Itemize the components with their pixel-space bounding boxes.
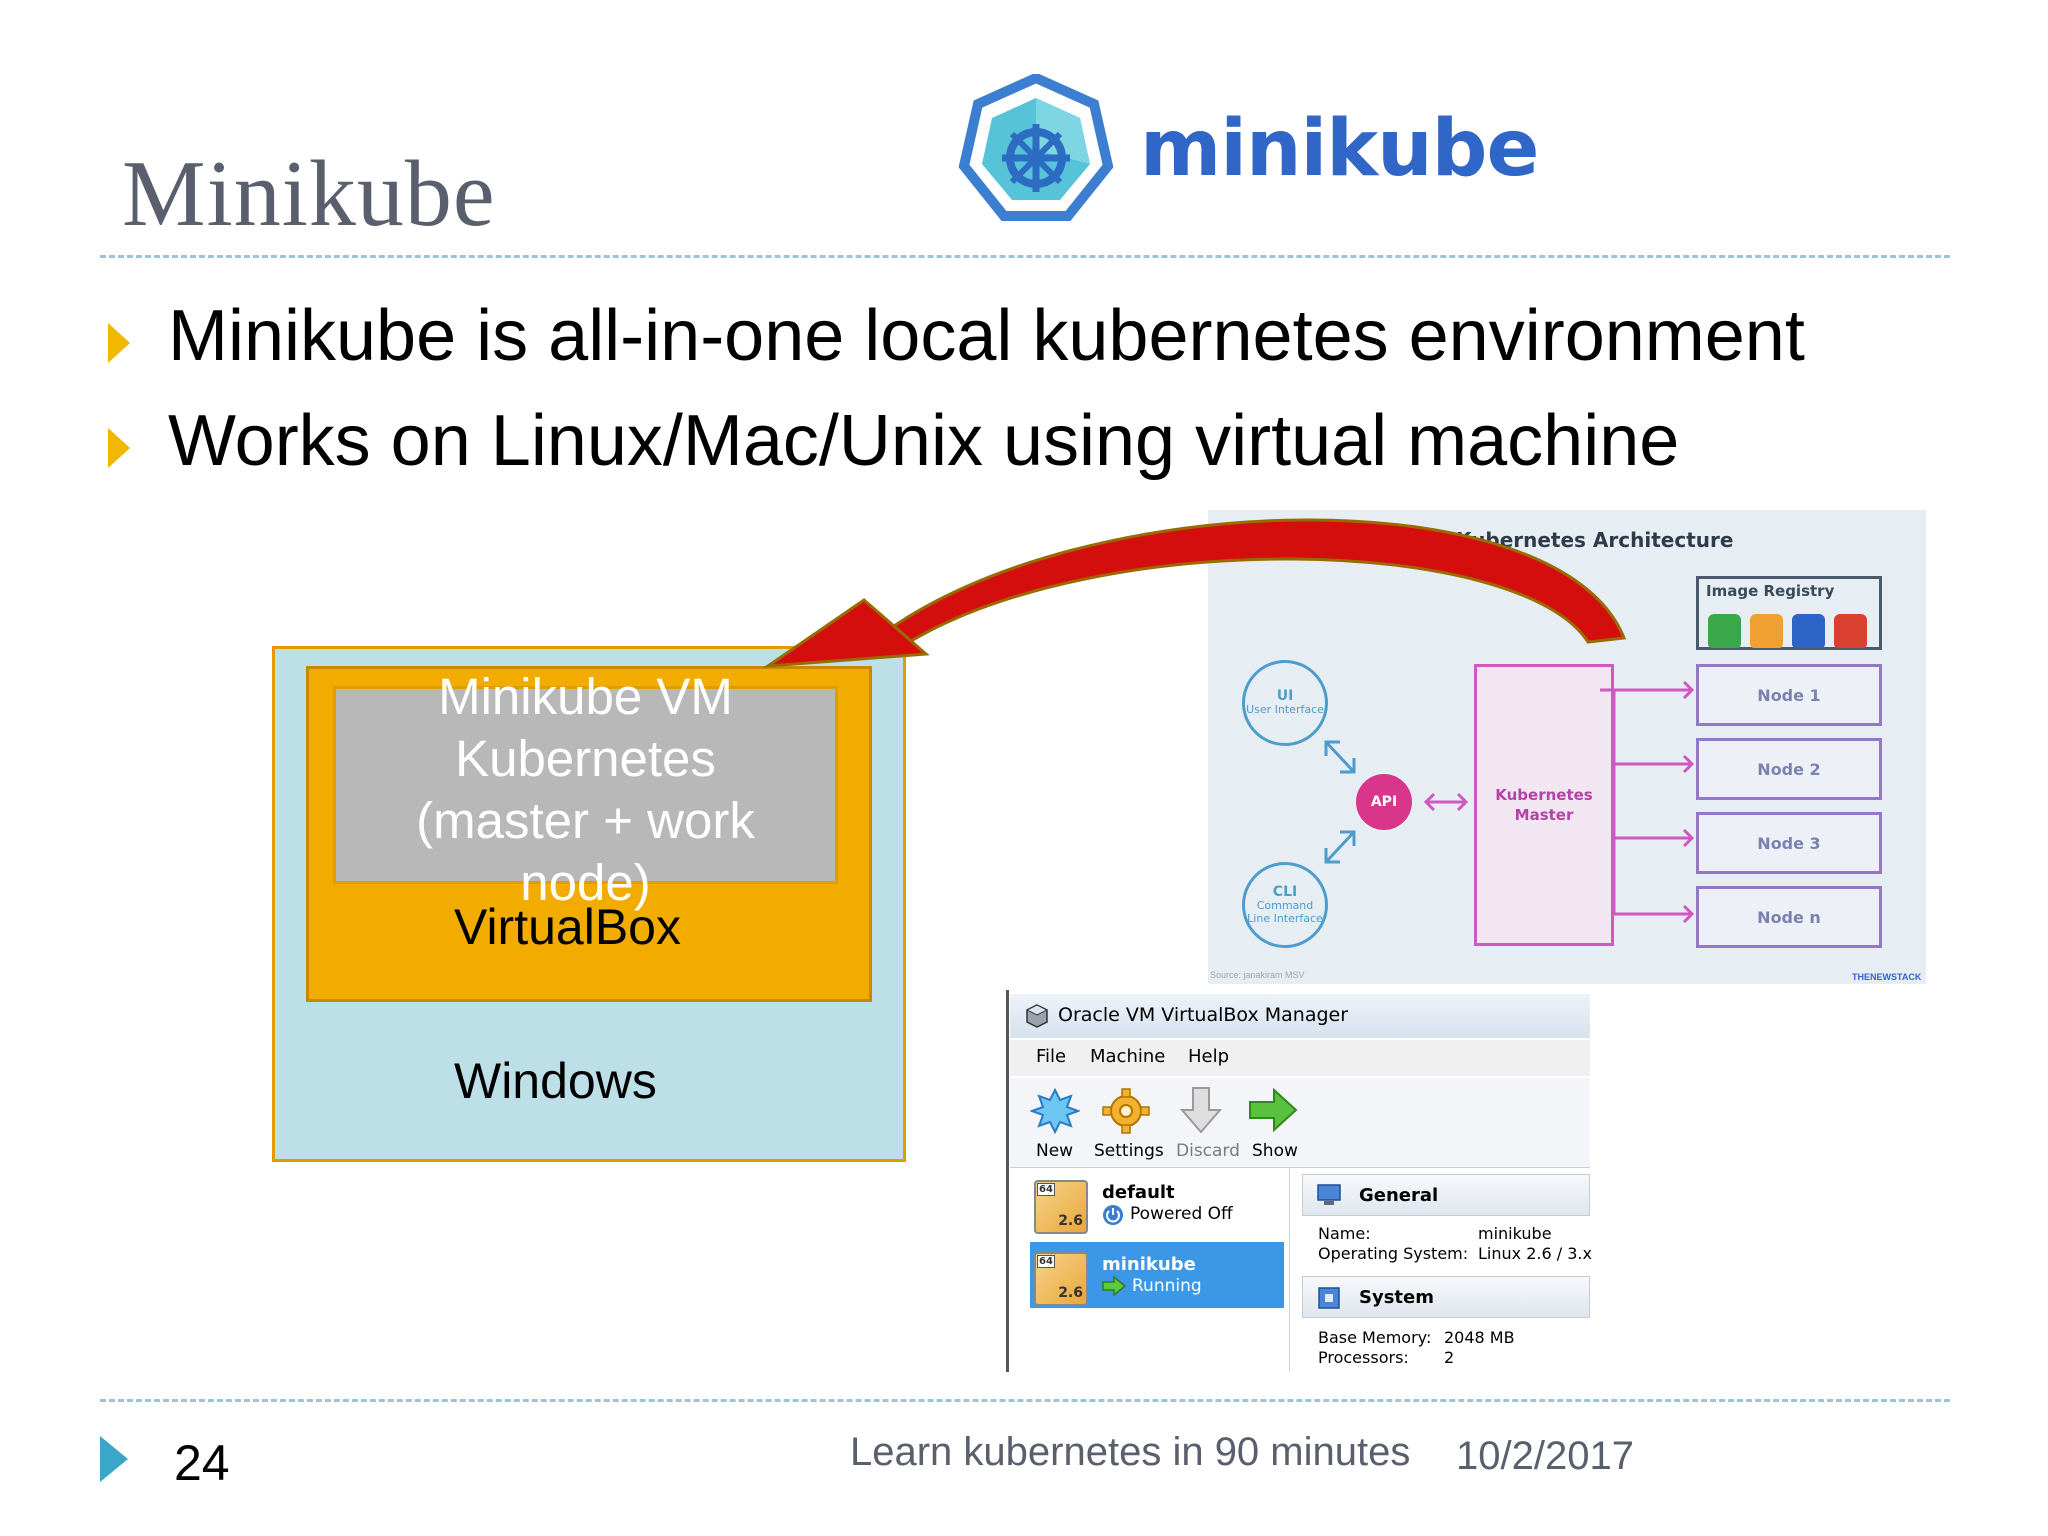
toolbar-new-label[interactable]: New: [1036, 1141, 1074, 1161]
ui-circle: UI User Interface: [1242, 660, 1328, 746]
general-section-header[interactable]: General: [1302, 1174, 1590, 1216]
detail-memory-value: 2048 MB: [1444, 1328, 1515, 1347]
api-circle: API: [1356, 774, 1412, 830]
ui-desc: User Interface: [1246, 703, 1324, 716]
detail-name-value: minikube: [1478, 1224, 1552, 1243]
vm-version-badge: 2.6: [1058, 1213, 1083, 1229]
vm-line-3: (master + work: [416, 792, 755, 849]
toolbar-discard-label[interactable]: Discard: [1176, 1141, 1240, 1161]
detail-os-label: Operating System:: [1318, 1244, 1469, 1263]
vm-name: minikube: [1102, 1254, 1196, 1275]
virtualbox-label: VirtualBox: [454, 899, 681, 955]
node-box: Node 2: [1696, 738, 1882, 800]
architecture-connectors: [1324, 680, 1695, 924]
slide-title: Minikube: [122, 142, 496, 246]
curved-red-arrow-icon: [762, 518, 1627, 668]
bullet-arrow-icon: [108, 323, 130, 363]
general-heading: General: [1359, 1185, 1439, 1206]
vm-line-2: Kubernetes: [455, 730, 716, 787]
architecture-credit-left: Source: janakiram MSV: [1210, 970, 1305, 980]
virtualbox-titlebar: [1010, 994, 1590, 1038]
discard-arrow-icon[interactable]: [1178, 1086, 1224, 1134]
page-number: 24: [174, 1435, 230, 1491]
footer-date: 10/2/2017: [1456, 1434, 1634, 1478]
detail-os-value: Linux 2.6 / 3.x: [1478, 1244, 1592, 1263]
menu-file[interactable]: File: [1036, 1046, 1067, 1067]
registry-image-icon: [1792, 614, 1825, 648]
chip-icon: [1318, 1287, 1340, 1309]
vm-os-icon: 64 2.6: [1034, 1180, 1088, 1234]
registry-image-icon: [1708, 614, 1741, 648]
vm-arch-badge: 64: [1037, 1183, 1055, 1196]
power-off-icon: [1103, 1205, 1123, 1225]
system-section-header[interactable]: System: [1302, 1276, 1590, 1318]
menu-help[interactable]: Help: [1188, 1046, 1230, 1067]
toolbar-show-label[interactable]: Show: [1252, 1141, 1298, 1161]
minikube-vm-box: [333, 686, 838, 884]
footer-course-title: Learn kubernetes in 90 minutes: [850, 1430, 1411, 1474]
title-divider: [100, 255, 1950, 258]
image-registry-label: Image Registry: [1706, 582, 1835, 600]
footer-triangle-icon: [100, 1436, 128, 1482]
bullet-1: Minikube is all-in-one local kubernetes …: [168, 296, 1805, 376]
vm-state: Powered Off: [1130, 1204, 1233, 1224]
footer-divider: [100, 1399, 1950, 1402]
cli-abbr: CLI: [1272, 883, 1298, 900]
registry-image-icon: [1834, 614, 1867, 648]
cli-desc: Command Line Interface: [1247, 898, 1323, 925]
bullet-2: Works on Linux/Mac/Unix using virtual ma…: [168, 401, 1680, 481]
windows-label: Windows: [454, 1053, 657, 1109]
bullet-arrow-icon: [108, 428, 130, 468]
detail-name-label: Name:: [1318, 1224, 1371, 1243]
monitor-icon: [1317, 1184, 1341, 1205]
show-arrow-icon[interactable]: [1248, 1088, 1298, 1132]
virtualbox-window-title: Oracle VM VirtualBox Manager: [1058, 1004, 1349, 1026]
minikube-logo-icon: [958, 74, 1114, 221]
detail-memory-label: Base Memory:: [1318, 1328, 1432, 1347]
vm-line-4: node): [520, 854, 651, 911]
detail-processors-value: 2: [1444, 1348, 1455, 1367]
vm-arch-badge: 64: [1037, 1255, 1055, 1268]
minikube-vm-label: Minikube VM Kubernetes (master + work no…: [333, 666, 838, 914]
vm-version-badge: 2.6: [1058, 1285, 1083, 1301]
virtualbox-menubar: [1010, 1040, 1590, 1076]
vm-name: default: [1102, 1182, 1175, 1203]
minikube-logo-text: minikube: [1140, 104, 1539, 194]
virtualbox-app-icon: [1026, 1004, 1048, 1028]
node-box: Node 1: [1696, 664, 1882, 726]
node-box: Node 3: [1696, 812, 1882, 874]
architecture-credit-right: THENEWSTACK: [1852, 972, 1922, 982]
node-box: Node n: [1696, 886, 1882, 948]
ui-abbr: UI: [1276, 688, 1294, 704]
vm-line-1: Minikube VM: [438, 668, 733, 725]
detail-processors-label: Processors:: [1318, 1348, 1409, 1367]
gear-icon[interactable]: [1100, 1088, 1152, 1134]
system-heading: System: [1359, 1287, 1434, 1308]
menu-machine[interactable]: Machine: [1090, 1046, 1166, 1067]
kubernetes-master-box: Kubernetes Master: [1474, 664, 1614, 946]
new-icon[interactable]: [1030, 1088, 1080, 1134]
running-arrow-icon: [1102, 1276, 1126, 1296]
vm-os-icon: 64 2.6: [1034, 1252, 1088, 1306]
cli-circle: CLI Command Line Interface: [1242, 862, 1328, 948]
toolbar-settings-label[interactable]: Settings: [1094, 1141, 1164, 1161]
registry-image-icon: [1750, 614, 1783, 648]
virtualbox-toolbar: [1010, 1078, 1590, 1168]
vm-state: Running: [1132, 1276, 1202, 1296]
